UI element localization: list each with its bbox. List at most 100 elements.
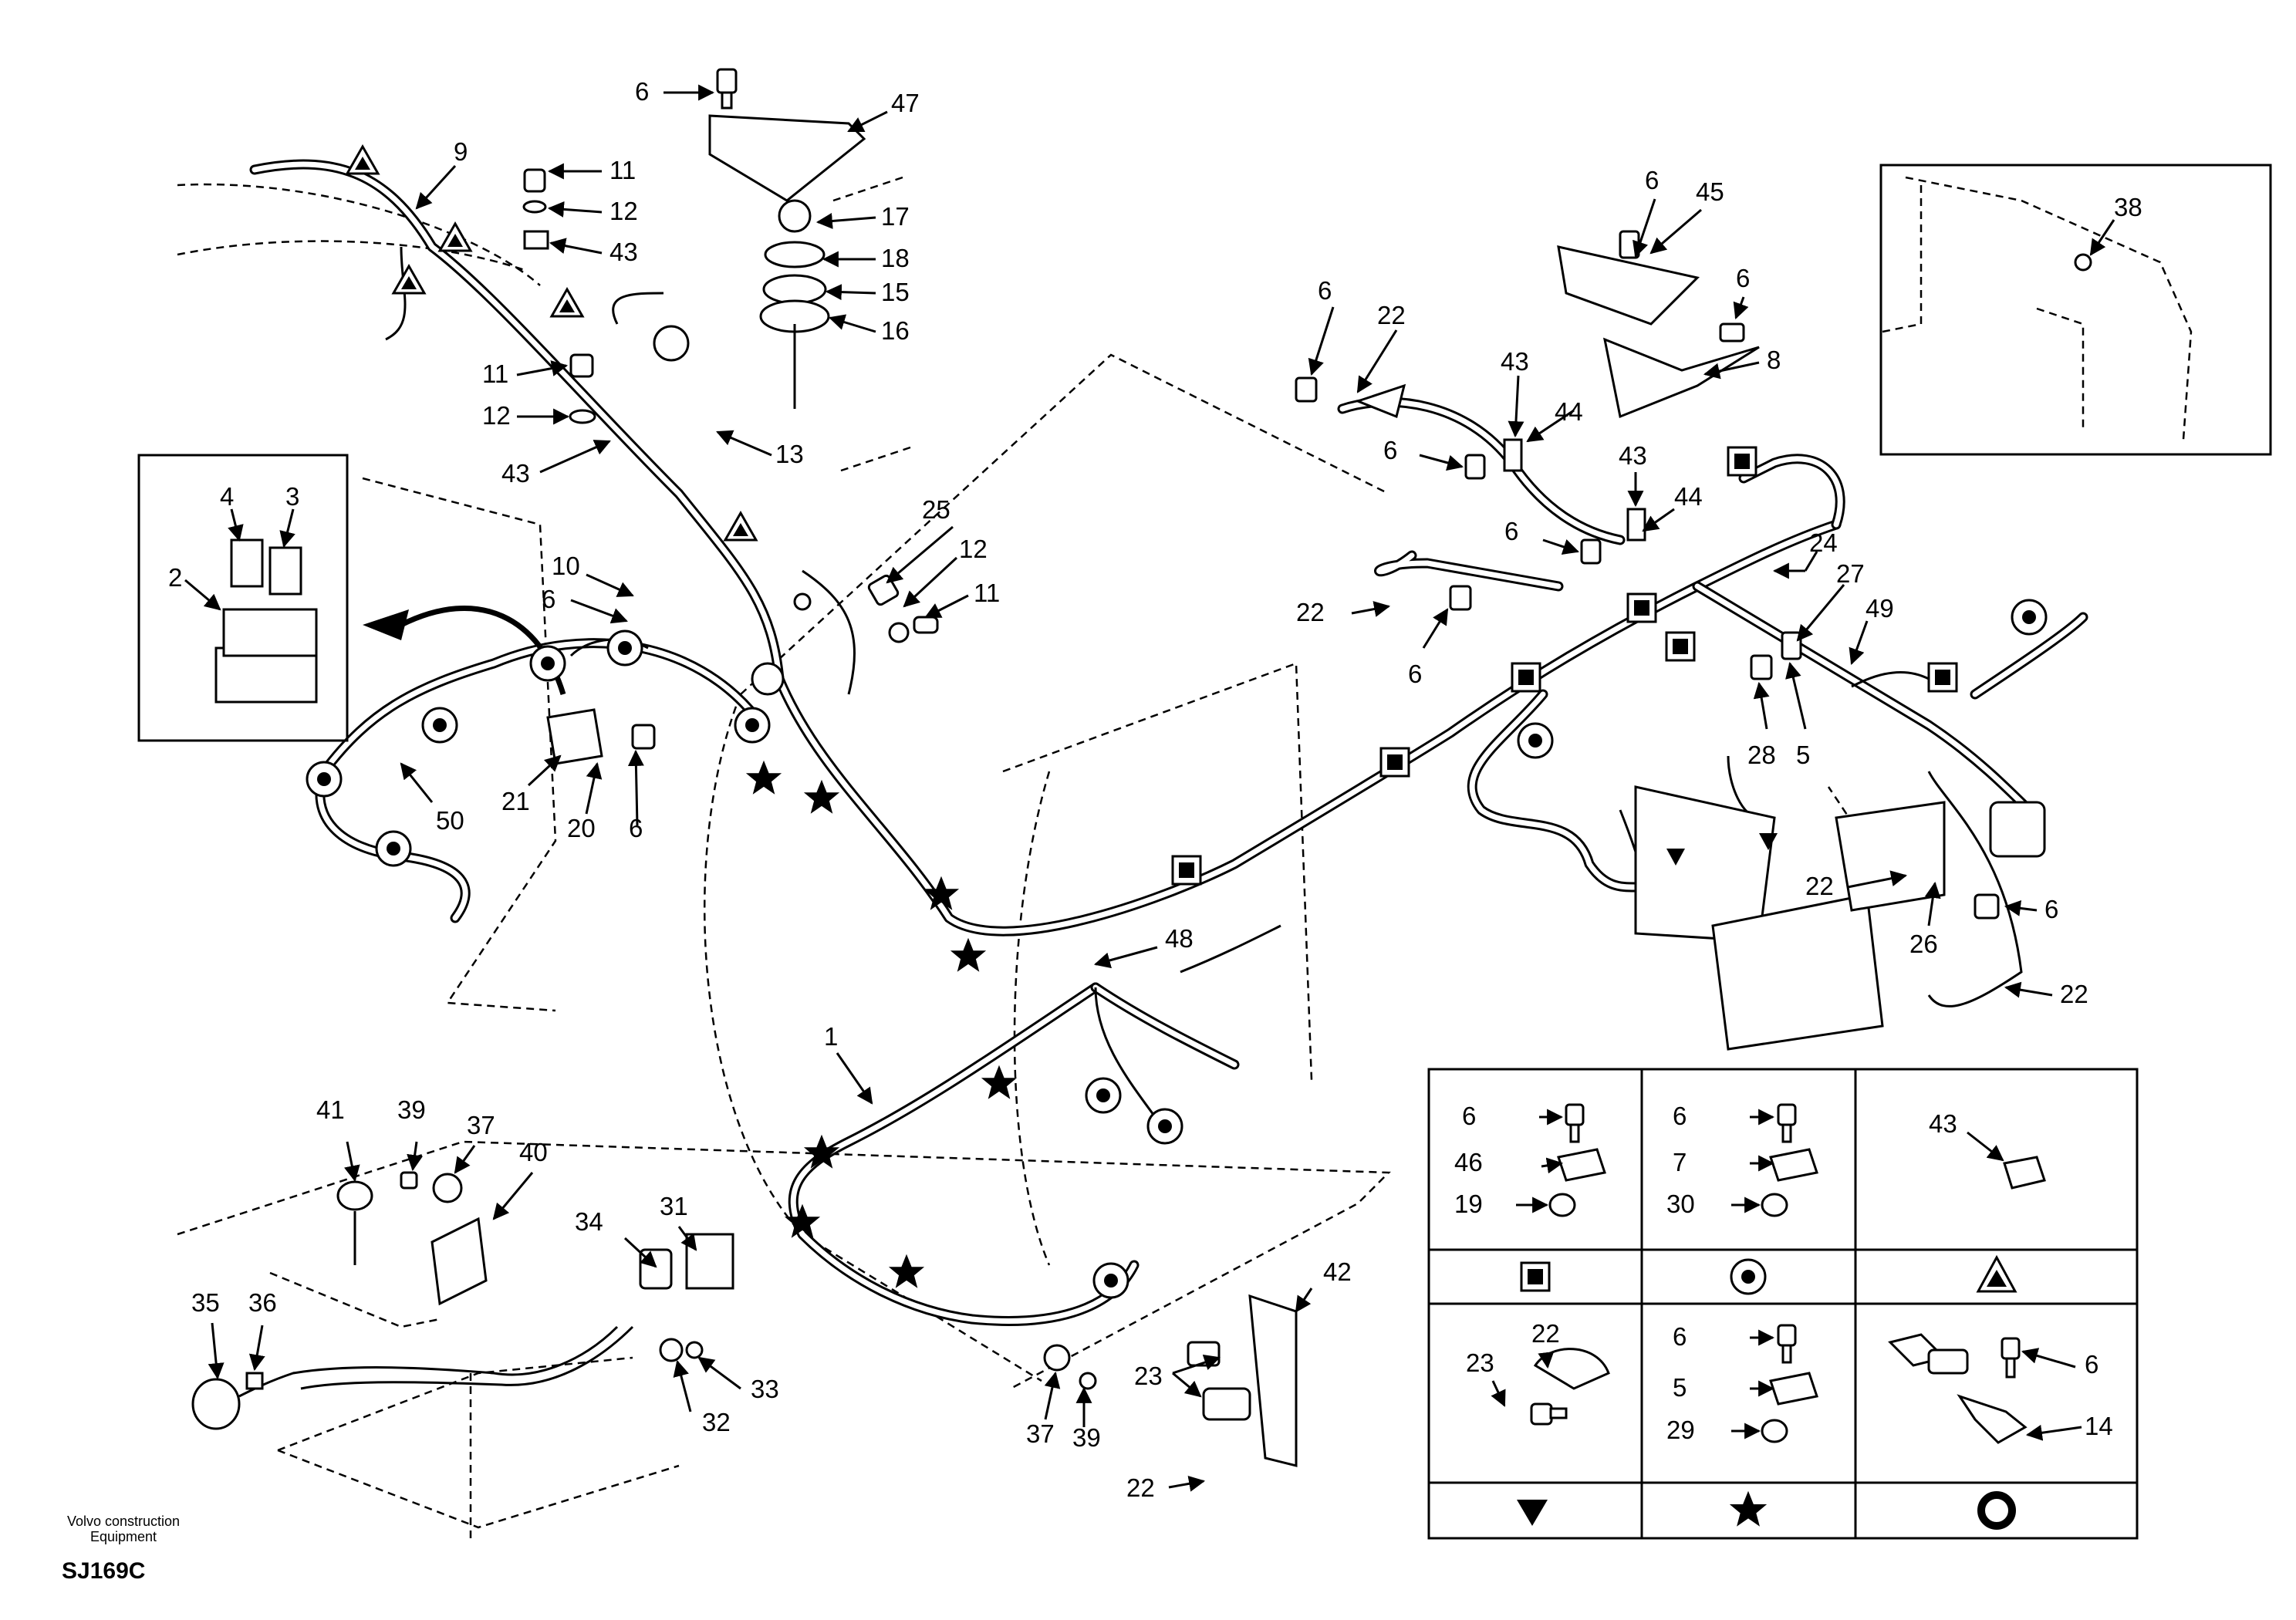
callout-1: 1 [824,1022,838,1051]
bottom-left-hardware [191,1171,1298,1467]
legend-label-30: 30 [1666,1190,1695,1218]
leader-lines [184,84,2115,1492]
legend-cell-ring: 6 14 [1888,1333,2113,1530]
callout-11: 11 [609,156,636,184]
callout-35: 35 [191,1288,220,1317]
legend-label-7: 7 [1673,1148,1687,1176]
legend-label-5: 5 [1673,1373,1687,1402]
relay-detail-inset [137,454,566,742]
callout-41: 41 [316,1095,345,1124]
legend-label-19: 19 [1454,1190,1483,1218]
callout-50: 50 [436,806,464,835]
square-markers [1171,446,1958,886]
callout-32: 32 [702,1408,731,1436]
callout-39: 39 [1072,1423,1101,1452]
callout-3: 3 [285,482,299,511]
callout-26: 26 [1909,930,1938,958]
callout-43: 43 [1501,347,1529,376]
callout-43: 43 [1619,441,1647,470]
callout-2: 2 [168,563,182,592]
callout-8: 8 [1767,346,1781,374]
legend-cell-down-triangle: 23 22 [1466,1319,1610,1526]
star-markers [745,760,1018,1288]
callout-11: 11 [974,579,1000,607]
callout-12: 12 [482,401,511,430]
circle-markers [306,599,2048,1299]
callout-6: 6 [1383,436,1397,464]
callout-33: 33 [751,1375,779,1403]
callout-34: 34 [575,1207,603,1236]
harness-main [249,159,2088,1326]
legend-label-22: 22 [1531,1319,1560,1348]
callout-labels: 6 47 9 11 12 43 17 18 15 16 11 12 43 13 … [168,77,2142,1502]
brand-line1: Volvo construction [66,1514,181,1529]
callout-17: 17 [881,202,910,231]
callout-24: 24 [1809,528,1838,557]
callout-4: 4 [220,482,234,511]
harness-markers [306,143,2048,1299]
callout-36: 36 [248,1288,277,1317]
callout-15: 15 [881,278,910,306]
callout-6: 6 [1504,517,1518,545]
callout-5: 5 [1796,741,1810,769]
callout-28: 28 [1747,741,1776,769]
callout-22: 22 [1126,1473,1155,1502]
callout-21: 21 [501,787,530,815]
callout-13: 13 [775,440,804,468]
callout-12: 12 [959,535,988,563]
callout-22: 22 [1377,301,1406,329]
symbol-legend: 6 46 19 6 7 30 43 [1427,1068,2139,1540]
legend-label-23: 23 [1466,1348,1494,1377]
legend-label-14: 14 [2085,1412,2113,1440]
callout-42: 42 [1323,1257,1352,1286]
top-left-hardware [522,68,939,765]
callout-43: 43 [501,459,530,488]
callout-16: 16 [881,316,910,345]
callout-43: 43 [609,238,638,266]
callout-23: 23 [1134,1362,1163,1390]
callout-22: 22 [1805,872,1834,900]
legend-label-46: 46 [1454,1148,1483,1176]
callout-22: 22 [1296,598,1325,626]
legend-cell-triangle: 43 [1929,1109,2046,1293]
callout-45: 45 [1696,177,1724,206]
legend-label-6: 6 [1462,1102,1476,1130]
callout-38: 38 [2114,193,2142,221]
callout-10: 10 [552,552,580,580]
callout-44: 44 [1555,397,1583,426]
legend-cell-circle: 6 7 30 [1666,1102,1818,1295]
callout-6: 6 [635,77,649,106]
legend-label-6: 6 [1673,1322,1687,1351]
cab-detail-inset [1879,164,2272,456]
down-triangle-markers [1666,833,1778,866]
callout-37: 37 [1026,1419,1055,1448]
legend-label-6: 6 [2085,1350,2098,1379]
callout-9: 9 [454,137,468,166]
callout-18: 18 [881,244,910,272]
callout-37: 37 [467,1111,495,1139]
callout-40: 40 [519,1138,548,1166]
callout-48: 48 [1165,924,1194,953]
legend-label-43: 43 [1929,1109,1957,1138]
callout-6: 6 [1645,166,1659,194]
callout-44: 44 [1674,482,1703,511]
legend-cell-square: 6 46 19 [1454,1102,1606,1292]
callout-6: 6 [2044,895,2058,923]
callout-31: 31 [660,1192,688,1220]
callout-20: 20 [567,814,596,842]
callout-27: 27 [1836,559,1865,588]
callout-6: 6 [1736,264,1750,292]
drawing-code: SJ169C [62,1558,146,1584]
legend-label-29: 29 [1666,1416,1695,1444]
callout-6: 6 [1318,276,1332,305]
callout-6: 6 [629,814,643,842]
callout-47: 47 [891,89,920,117]
brand-line2: Equipment [89,1529,157,1544]
callout-49: 49 [1866,594,1894,623]
callout-25: 25 [922,495,950,524]
callout-6: 6 [542,585,555,613]
callout-39: 39 [397,1095,426,1124]
triangle-markers [345,143,758,542]
legend-label-6: 6 [1673,1102,1687,1130]
